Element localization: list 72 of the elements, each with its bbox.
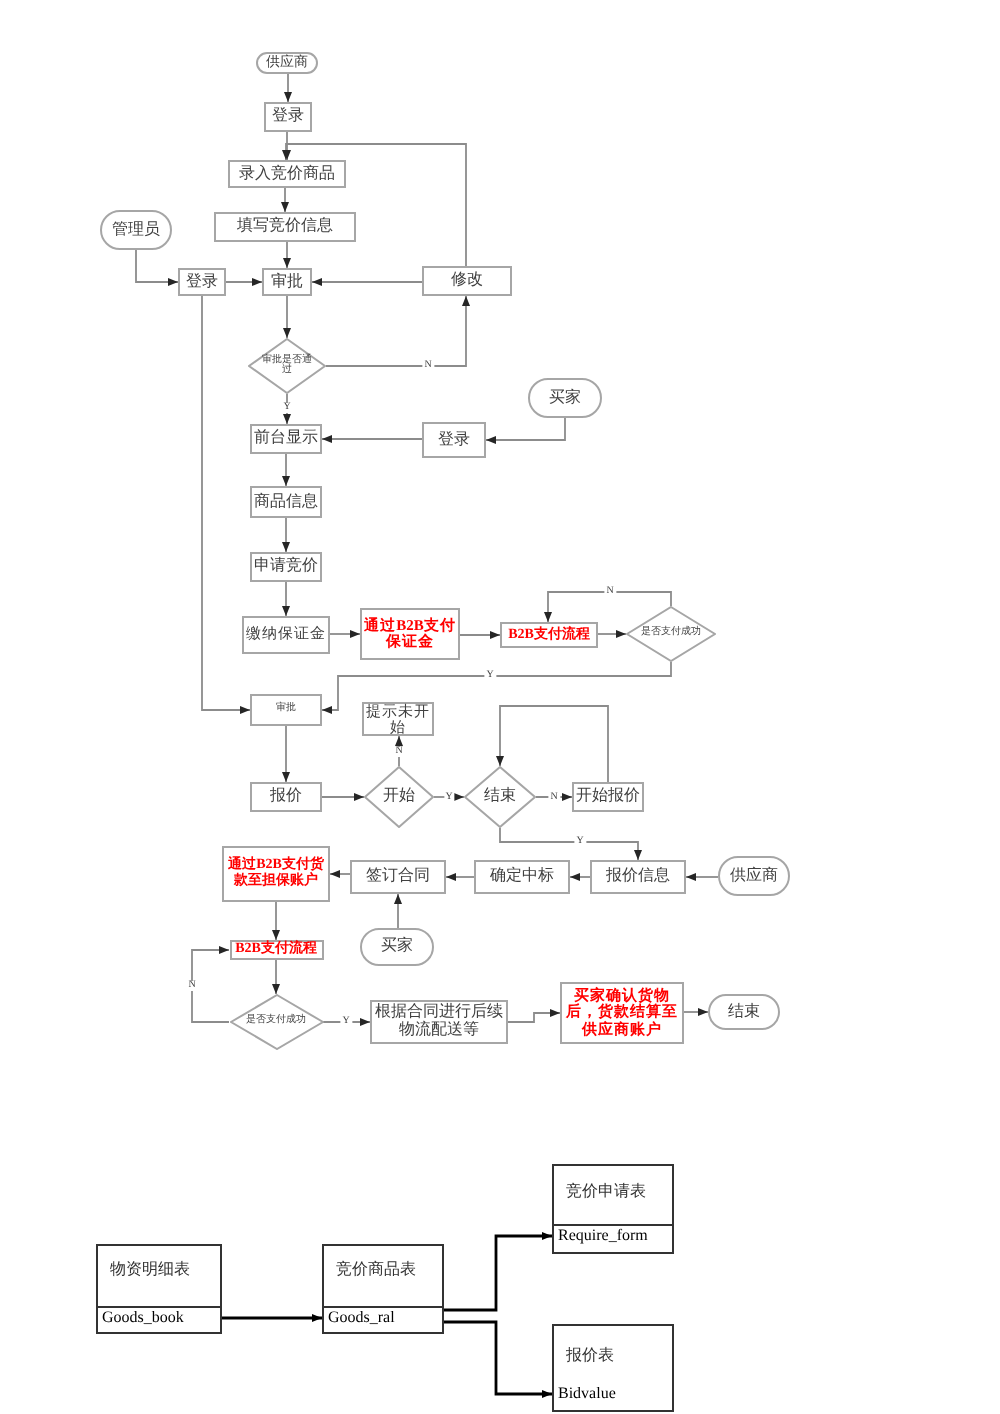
table-box xyxy=(96,1244,222,1334)
field-name: Goods_ral xyxy=(328,1310,395,1326)
arrow xyxy=(321,793,365,801)
process-box: 报价 xyxy=(250,782,322,812)
arrow xyxy=(282,581,290,617)
arrow xyxy=(282,143,467,267)
arrow xyxy=(394,893,402,929)
arrow xyxy=(225,278,263,286)
arrow xyxy=(282,453,290,487)
arrow xyxy=(135,249,179,286)
arrow xyxy=(496,705,609,783)
arrow xyxy=(321,661,672,714)
process-box: 登录 xyxy=(264,102,312,132)
table-name: 竞价申请表 xyxy=(566,1184,646,1200)
arrow xyxy=(444,1232,552,1312)
arrow xyxy=(321,435,423,443)
arrow xyxy=(544,591,672,623)
table-box xyxy=(552,1164,674,1254)
arrow xyxy=(282,725,290,783)
arrow xyxy=(191,946,230,1023)
decision-diamond: 结束 xyxy=(464,766,536,828)
table-name: 竞价商品表 xyxy=(336,1262,416,1278)
arrow xyxy=(395,735,403,767)
field-name: Bidvalue xyxy=(558,1386,616,1402)
table-box xyxy=(322,1244,444,1334)
arrow xyxy=(272,901,280,941)
arrow xyxy=(283,393,291,425)
process-box: 审批 xyxy=(262,268,312,296)
arrow xyxy=(683,1008,709,1016)
arrow xyxy=(201,295,251,714)
arrow xyxy=(685,873,719,881)
arrow xyxy=(325,295,470,367)
field-name: Require_form xyxy=(558,1228,648,1244)
arrow xyxy=(329,870,351,878)
arrow xyxy=(445,873,475,881)
process-box: 修改 xyxy=(422,266,512,296)
process-box: 登录 xyxy=(178,268,226,296)
field-name: Goods_book xyxy=(102,1310,184,1326)
process-box: 申请竞价 xyxy=(250,552,322,582)
process-box: 前台显示 xyxy=(250,424,322,454)
arrow xyxy=(485,417,566,444)
table-box xyxy=(552,1324,674,1412)
arrow xyxy=(311,278,423,286)
process-box: 商品信息 xyxy=(250,486,322,518)
process-box: 根据合同进行后续物流配送等 xyxy=(370,1000,508,1044)
arrow xyxy=(281,187,289,213)
process-box: 填写竞价信息 xyxy=(214,212,356,242)
arrow xyxy=(444,1320,552,1398)
table-name: 物资明细表 xyxy=(110,1262,190,1278)
process-box: 确定中标 xyxy=(474,860,570,894)
arrow xyxy=(569,873,591,881)
table-name: 报价表 xyxy=(566,1348,614,1364)
arrow xyxy=(433,793,465,801)
process-box: 签订合同 xyxy=(350,860,446,894)
process-box: 报价信息 xyxy=(590,860,686,894)
arrow xyxy=(329,630,361,638)
arrow xyxy=(597,630,627,638)
arrow xyxy=(282,517,290,553)
arrow xyxy=(272,959,280,995)
arrow xyxy=(283,241,291,269)
decision-diamond: 开始 xyxy=(364,766,434,828)
arrow xyxy=(322,1018,371,1026)
arrow xyxy=(283,295,291,339)
process-box: 录入竞价商品 xyxy=(228,160,346,188)
arrow xyxy=(459,631,501,639)
arrow xyxy=(499,827,642,861)
arrow xyxy=(283,131,291,161)
process-box: 登录 xyxy=(422,422,486,458)
arrow xyxy=(507,1009,561,1023)
process-box: 开始报价 xyxy=(572,782,644,812)
arrow xyxy=(222,1314,322,1322)
arrow xyxy=(284,73,292,103)
